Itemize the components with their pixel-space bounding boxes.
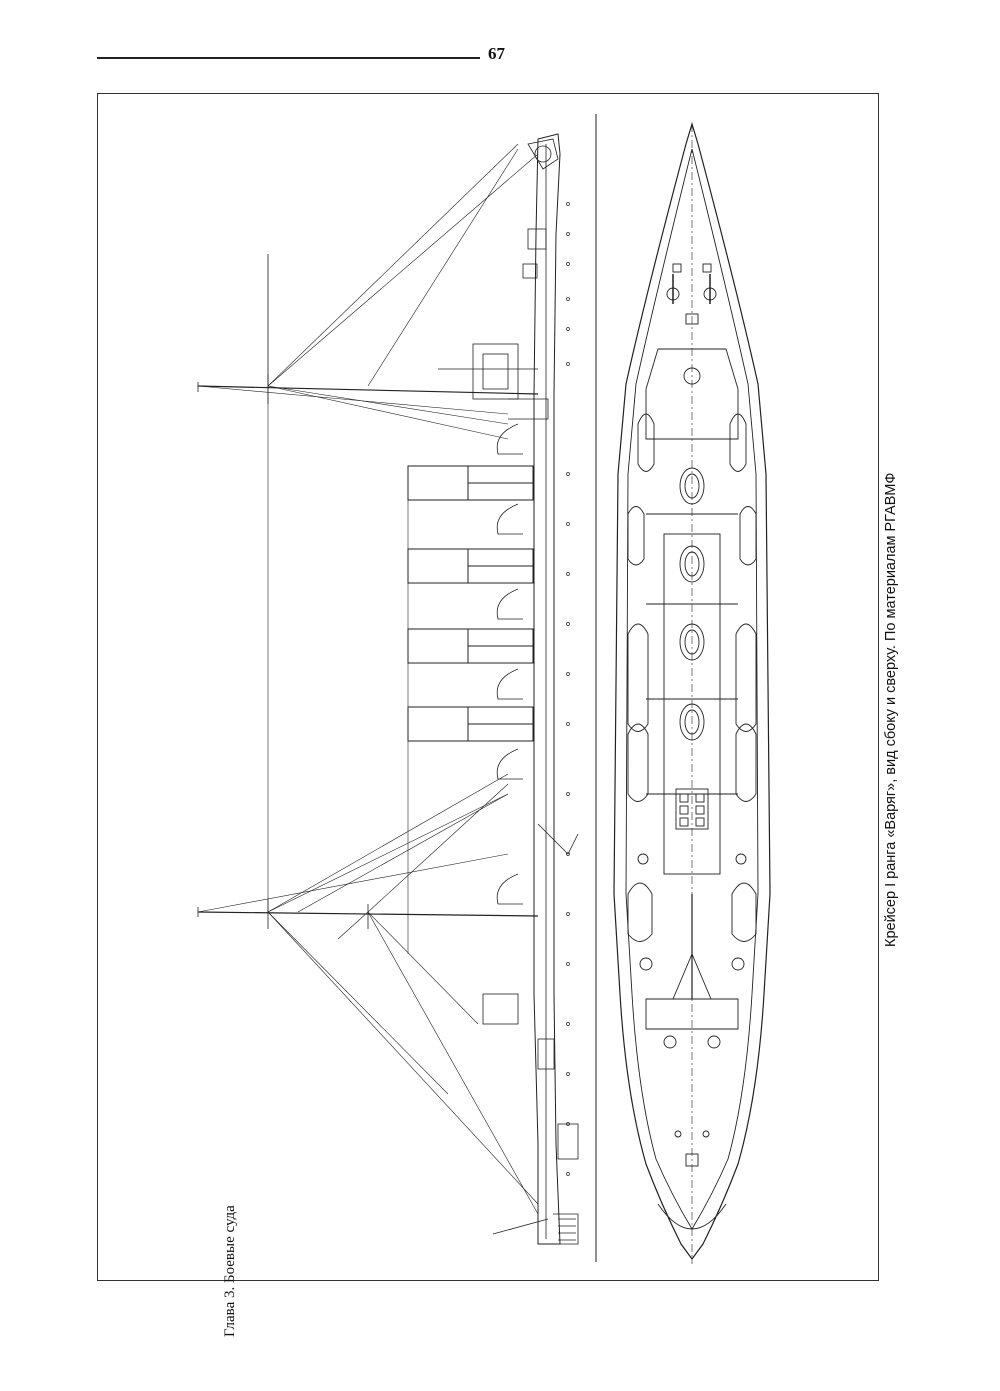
rigging xyxy=(197,143,539,1215)
deck-plan xyxy=(613,121,771,1264)
deck-guns xyxy=(637,853,747,1138)
funnels xyxy=(407,465,534,742)
figure-frame xyxy=(97,93,879,1281)
portholes xyxy=(566,202,570,1176)
ventilators xyxy=(496,423,523,905)
funnel-plan xyxy=(679,467,705,741)
page-number: 67 xyxy=(488,44,505,63)
fore-bridge xyxy=(472,343,519,400)
header-rule xyxy=(97,57,480,59)
side-elevation xyxy=(197,114,597,1262)
mainmast xyxy=(197,899,539,929)
aft-bridge xyxy=(482,993,519,1025)
skylights xyxy=(675,788,709,830)
deck-outline xyxy=(613,121,771,1261)
hull-outline xyxy=(533,133,561,1245)
running-footer: Глава 3. Боевые суда xyxy=(222,1205,238,1337)
figure-caption: Крейсер I ранга «Варяг», вид сбоку и све… xyxy=(883,472,899,947)
ship-drawing xyxy=(197,114,771,1264)
